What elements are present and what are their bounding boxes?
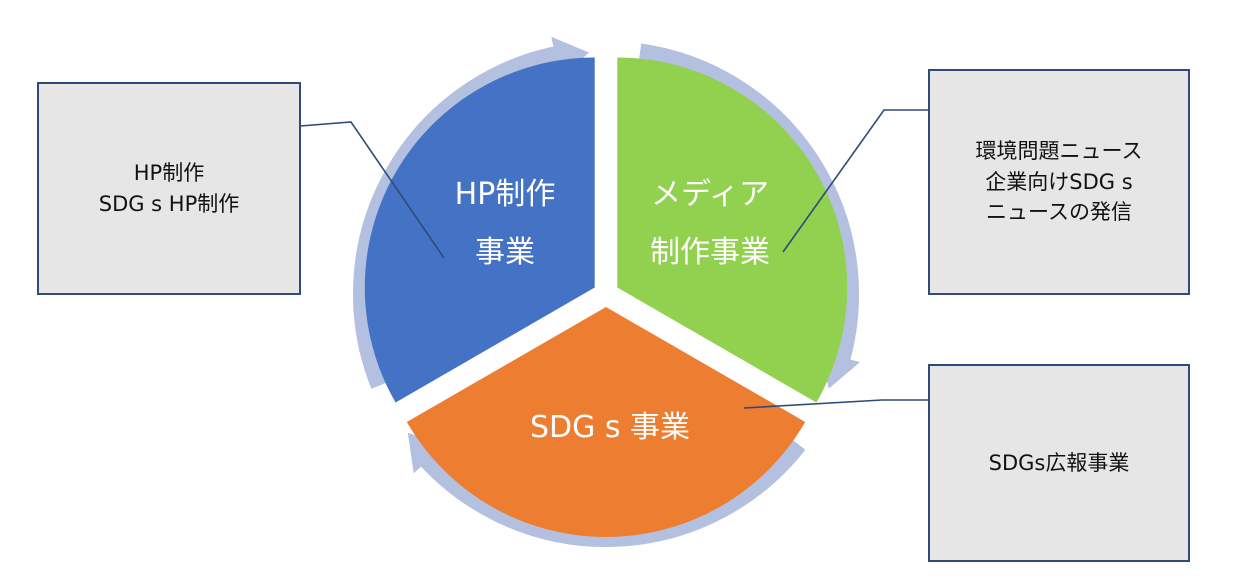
callout-sdgs-line: SDGs広報事業 bbox=[988, 450, 1130, 475]
callout-hp-line: HP制作 bbox=[133, 161, 205, 186]
segment-sdgs-label: SDG s 事業 bbox=[530, 410, 690, 445]
segment-hp-label-2: 事業 bbox=[475, 235, 535, 270]
segment-media bbox=[617, 57, 848, 403]
callout-media-line: 企業向けSDG s bbox=[985, 169, 1133, 194]
callout-media: 環境問題ニュース 企業向けSDG s ニュースの発信 bbox=[928, 69, 1190, 295]
callout-media-line: 環境問題ニュース bbox=[975, 139, 1143, 164]
segment-media-label-2: 制作事業 bbox=[650, 235, 770, 270]
connector-hp bbox=[287, 121, 445, 259]
connector-sdgs bbox=[743, 399, 928, 409]
callout-hp: HP制作 SDG s HP制作 bbox=[37, 82, 301, 295]
connector-media bbox=[782, 109, 928, 253]
callout-sdgs: SDGs広報事業 bbox=[928, 364, 1190, 562]
segment-media-label-1: メディア bbox=[651, 177, 769, 212]
callout-media-line: ニュースの発信 bbox=[986, 200, 1132, 225]
segment-sdgs bbox=[406, 307, 806, 538]
segment-hp bbox=[364, 57, 595, 403]
segment-hp-label-1: HP制作 bbox=[455, 177, 556, 212]
callout-hp-line: SDG s HP制作 bbox=[98, 191, 240, 216]
